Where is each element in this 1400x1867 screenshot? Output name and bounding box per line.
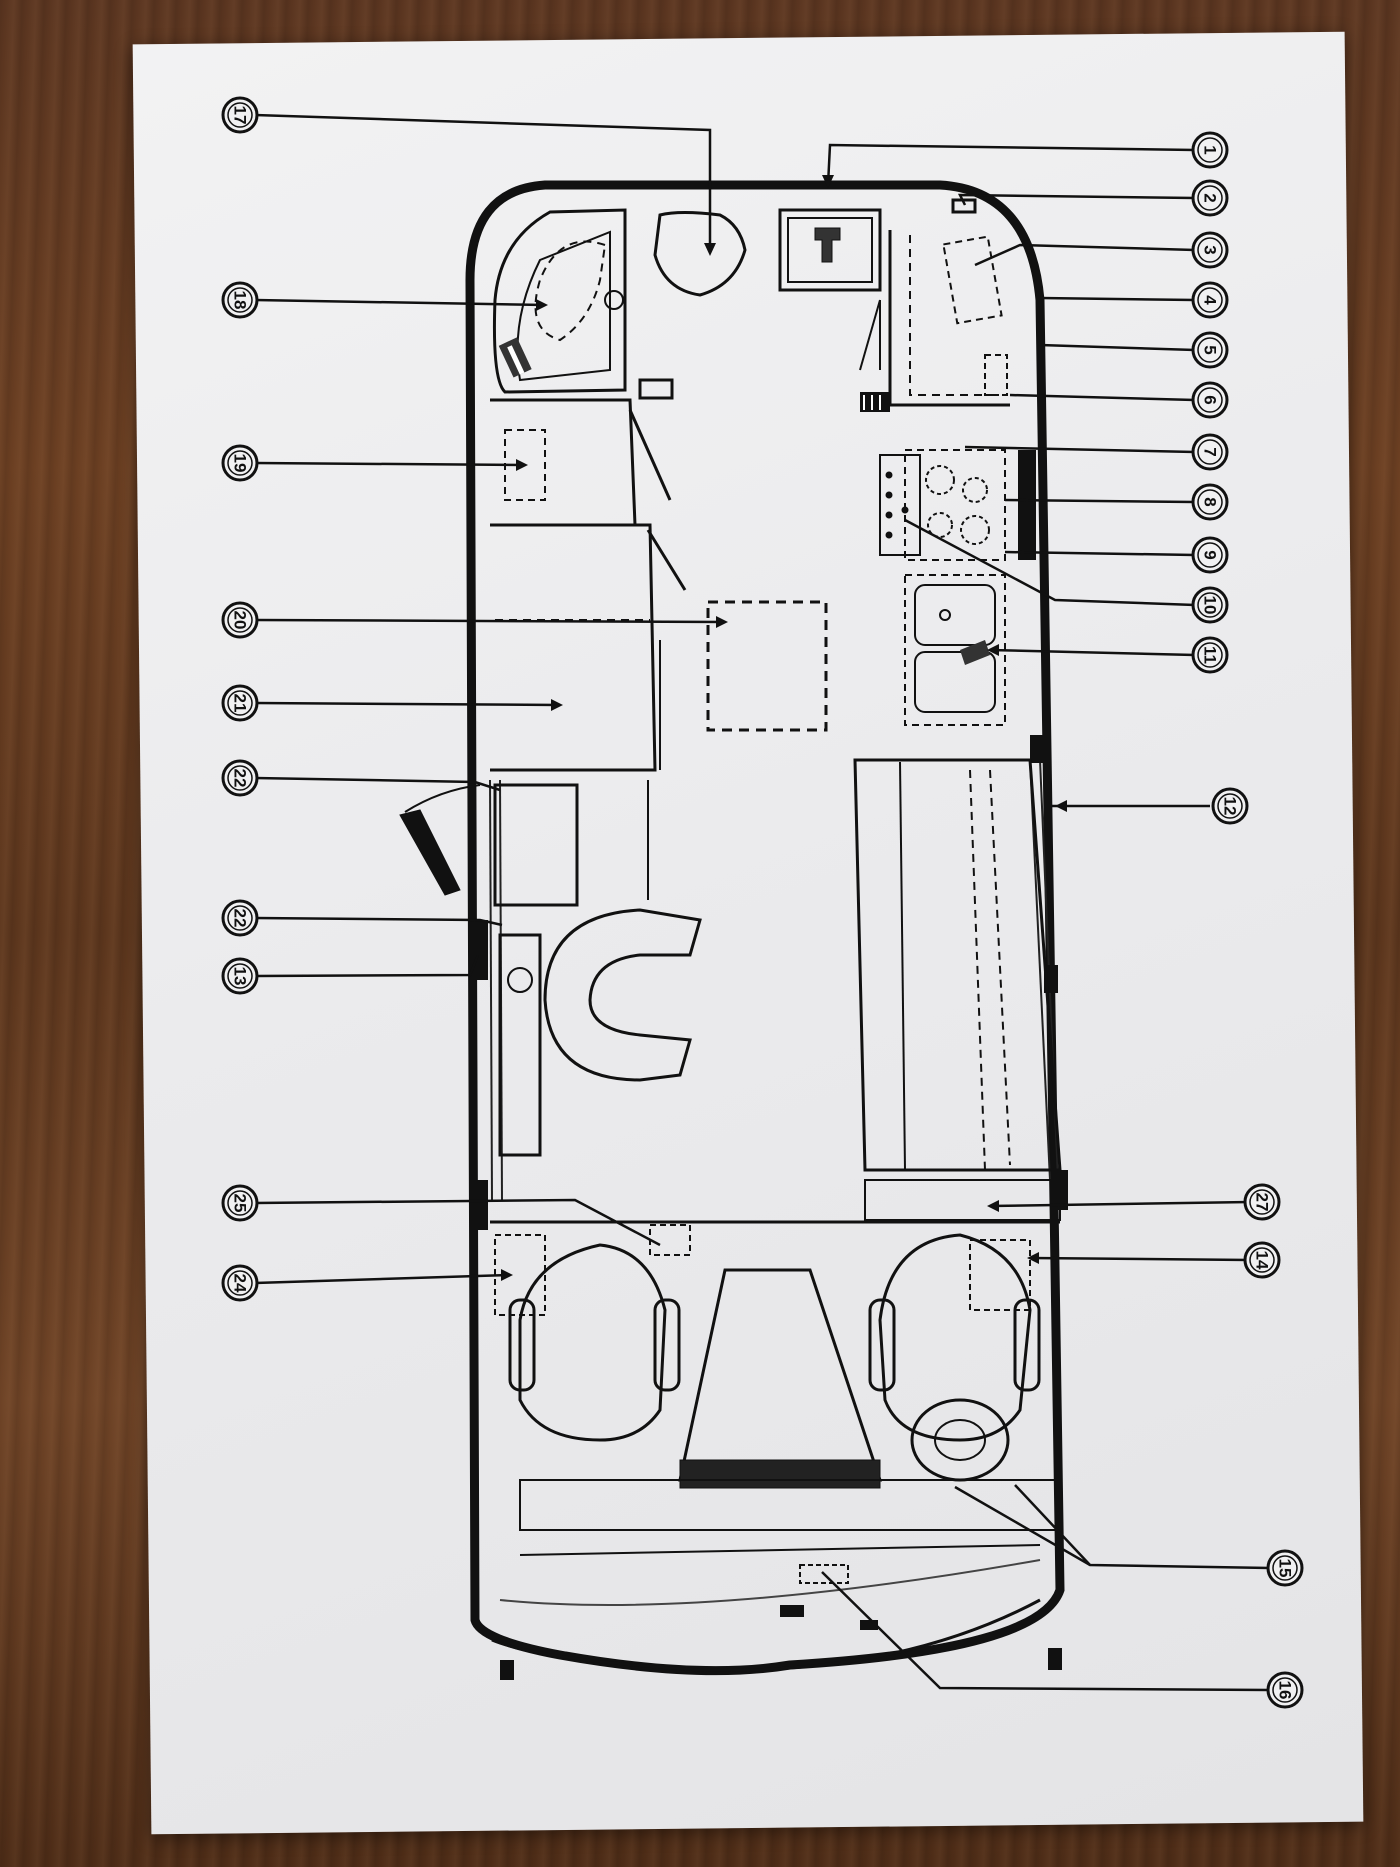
callout-label: 20 bbox=[231, 611, 250, 630]
callout-8: 8 bbox=[1191, 483, 1229, 521]
callout-24: 24 bbox=[221, 1264, 259, 1302]
callout-label: 22 bbox=[231, 769, 250, 788]
callout-19: 19 bbox=[221, 444, 259, 482]
callout-12: 12 bbox=[1211, 787, 1249, 825]
callout-16: 16 bbox=[1266, 1671, 1304, 1709]
callout-18: 18 bbox=[221, 281, 259, 319]
callout-3: 3 bbox=[1191, 231, 1229, 269]
callout-17: 17 bbox=[221, 96, 259, 134]
dinette-table bbox=[706, 600, 828, 732]
callout-13: 13 bbox=[221, 957, 259, 995]
callout-5: 5 bbox=[1191, 331, 1229, 369]
callout-20: 20 bbox=[221, 601, 259, 639]
starboard-lounge bbox=[853, 758, 1062, 1221]
callout-label: 11 bbox=[1201, 646, 1220, 664]
head-hatching bbox=[498, 337, 532, 378]
callout-label: 17 bbox=[231, 106, 250, 125]
callout-label: 24 bbox=[231, 1274, 250, 1293]
callout-25: 25 bbox=[221, 1184, 259, 1222]
leader-arrowheads bbox=[501, 175, 1067, 1281]
callout-1: 1 bbox=[1191, 131, 1229, 169]
callout-9: 9 bbox=[1191, 536, 1229, 574]
callout-7: 7 bbox=[1191, 433, 1229, 471]
callout-label: 10 bbox=[1201, 596, 1220, 615]
callout-22: 22 bbox=[221, 759, 259, 797]
callout-14: 14 bbox=[1243, 1241, 1281, 1279]
callout-10: 10 bbox=[1191, 586, 1229, 624]
galley-stove bbox=[879, 449, 1036, 561]
companionway-door bbox=[399, 783, 579, 907]
callout-11: 11 bbox=[1191, 636, 1229, 674]
u-shaped-seat bbox=[498, 908, 702, 1157]
callout-label: 12 bbox=[1221, 797, 1240, 816]
callout-label: 21 bbox=[231, 694, 250, 713]
callout-label: 27 bbox=[1253, 1193, 1272, 1212]
callout-label: 6 bbox=[1201, 395, 1220, 404]
callout-6: 6 bbox=[1191, 381, 1229, 419]
leader-lines bbox=[254, 113, 1271, 1692]
callout-label: 14 bbox=[1253, 1251, 1272, 1270]
callout-label: 4 bbox=[1201, 295, 1220, 305]
callout-label: 3 bbox=[1201, 245, 1220, 254]
callout-15: 15 bbox=[1266, 1549, 1304, 1587]
callout-label: 22 bbox=[231, 909, 250, 928]
callout-label: 19 bbox=[231, 454, 250, 473]
callout-label: 5 bbox=[1201, 345, 1220, 354]
callout-label: 7 bbox=[1201, 447, 1220, 456]
callout-label: 13 bbox=[231, 967, 250, 986]
callout-label: 25 bbox=[231, 1194, 250, 1213]
callout-label: 8 bbox=[1201, 497, 1220, 506]
starboard-forward-cabinet bbox=[859, 230, 1010, 412]
callout-21: 21 bbox=[221, 684, 259, 722]
galley-sink bbox=[778, 208, 882, 292]
hull-outline bbox=[465, 180, 1065, 1676]
callout-4: 4 bbox=[1191, 281, 1229, 319]
callout-label: 1 bbox=[1201, 145, 1220, 154]
callout-label: 18 bbox=[231, 291, 250, 310]
callout-22: 22 bbox=[221, 899, 259, 937]
callout-label: 9 bbox=[1201, 550, 1220, 559]
callout-27: 27 bbox=[1243, 1183, 1281, 1221]
callout-label: 15 bbox=[1276, 1559, 1295, 1578]
port-cabinets bbox=[490, 398, 687, 900]
callout-numbers: 1234567891011122714151617181920212222132… bbox=[221, 96, 1304, 1709]
cockpit bbox=[490, 1220, 1061, 1584]
callout-label: 2 bbox=[1201, 193, 1220, 202]
callout-2: 2 bbox=[1191, 179, 1229, 217]
callout-label: 16 bbox=[1276, 1681, 1295, 1700]
